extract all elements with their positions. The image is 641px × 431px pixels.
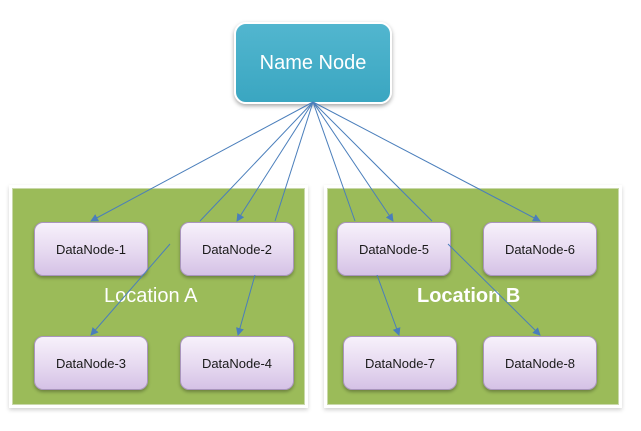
location-b-label: Location B (417, 285, 521, 307)
data-node-8[interactable]: DataNode-8 (483, 336, 597, 390)
name-node[interactable]: Name Node (234, 22, 392, 104)
data-node-1[interactable]: DataNode-1 (34, 222, 148, 276)
data-node-5[interactable]: DataNode-5 (337, 222, 451, 276)
data-node-3[interactable]: DataNode-3 (34, 336, 148, 390)
data-node-7[interactable]: DataNode-7 (343, 336, 457, 390)
data-node-6[interactable]: DataNode-6 (483, 222, 597, 276)
data-node-2[interactable]: DataNode-2 (180, 222, 294, 276)
data-node-4[interactable]: DataNode-4 (180, 336, 294, 390)
location-a-label: Location A (104, 285, 198, 307)
